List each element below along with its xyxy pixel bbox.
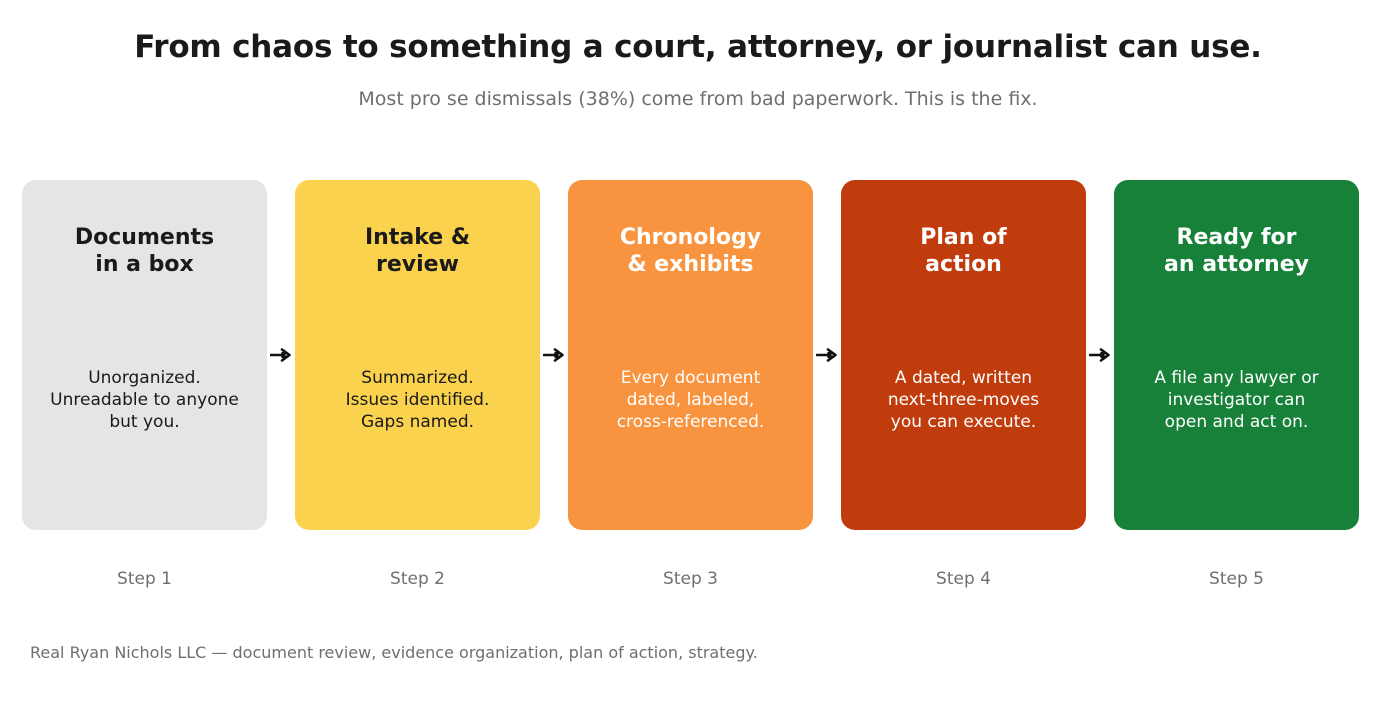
step-label-row: Step 1 Step 2 Step 3 Step 4 Step 5 <box>22 564 1359 594</box>
page-title: From chaos to something a court, attorne… <box>134 29 1262 65</box>
arrow-right-icon-3 <box>813 180 841 530</box>
header: From chaos to something a court, attorne… <box>0 0 1396 111</box>
process-flow: Documents in a box Unorganized. Unreadab… <box>22 180 1359 530</box>
flow-card-body: A file any lawyer or investigator can op… <box>1154 368 1319 432</box>
footer-caption: Real Ryan Nichols LLC — document review,… <box>30 643 758 662</box>
arrow-right-icon-1 <box>267 180 295 530</box>
flow-card-title: Intake & review <box>364 225 470 277</box>
flow-card-body: Every document dated, labeled, cross-ref… <box>616 368 765 432</box>
step-label-1: Step 1 <box>117 569 172 589</box>
flow-card-body: A dated, written next-three-moves you ca… <box>887 368 1040 432</box>
step-label-5: Step 5 <box>1209 569 1264 589</box>
arrow-right-icon-4 <box>1086 180 1114 530</box>
flow-card-body: Summarized. Issues identified. Gaps name… <box>345 368 490 432</box>
flow-card-title: Ready for an attorney <box>1164 225 1309 277</box>
step-label-2: Step 2 <box>390 569 445 589</box>
flow-card-step-1[interactable]: Documents in a box Unorganized. Unreadab… <box>22 180 267 530</box>
step-label-4: Step 4 <box>936 569 991 589</box>
flow-card-step-4[interactable]: Plan of action A dated, written next-thr… <box>841 180 1086 530</box>
flow-card-step-2[interactable]: Intake & review Summarized. Issues ident… <box>295 180 540 530</box>
flow-card-title: Plan of action <box>920 225 1007 277</box>
flow-card-body: Unorganized. Unreadable to anyone but yo… <box>50 368 239 432</box>
arrow-right-icon-2 <box>540 180 568 530</box>
flow-card-title: Documents in a box <box>74 225 215 277</box>
step-label-3: Step 3 <box>663 569 718 589</box>
flow-card-title: Chronology & exhibits <box>619 225 762 277</box>
flow-card-step-3[interactable]: Chronology & exhibits Every document dat… <box>568 180 813 530</box>
flow-card-step-5[interactable]: Ready for an attorney A file any lawyer … <box>1114 180 1359 530</box>
page-subtitle: Most pro se dismissals (38%) come from b… <box>358 87 1038 110</box>
